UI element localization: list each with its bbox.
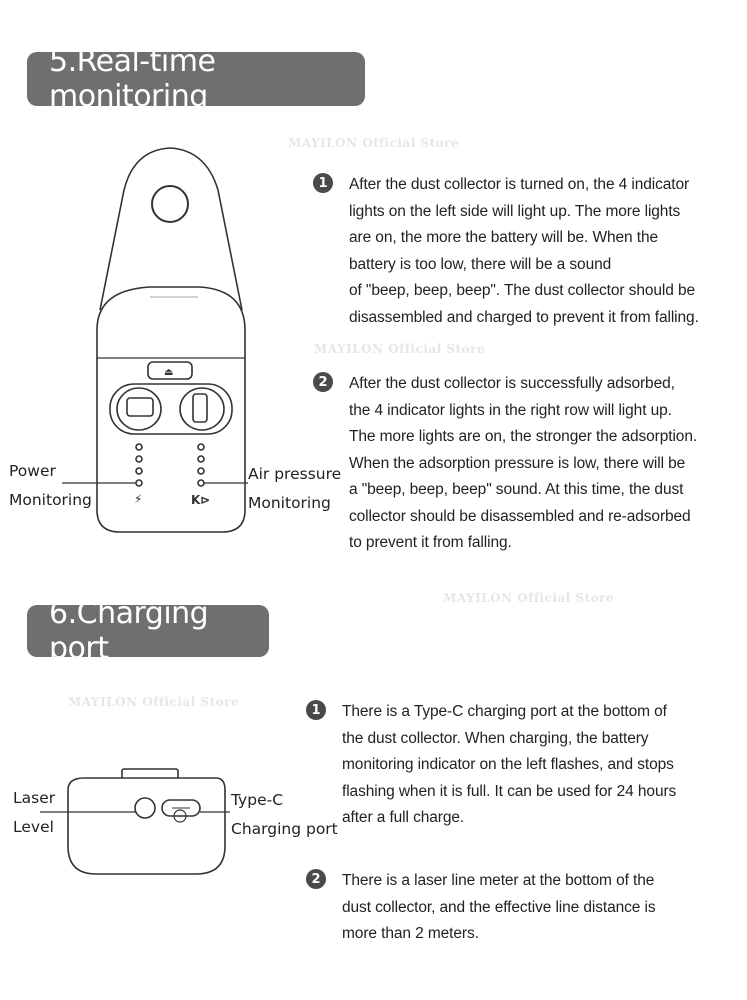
- watermark: MAYILON Official Store: [68, 695, 240, 709]
- watermark: MAYILON Official Store: [443, 591, 615, 605]
- air-pressure-monitoring-label: Air pressure Monitoring: [248, 465, 342, 512]
- monitoring-item-2-text: After the dust collector is successfully…: [349, 375, 698, 551]
- watermark: MAYILON Official Store: [288, 136, 460, 150]
- step-number-badge: 2: [313, 372, 333, 392]
- charging-item-2: 2 There is a laser line meter at the bot…: [306, 868, 656, 948]
- watermark: MAYILON Official Store: [314, 342, 486, 356]
- charging-item-1: 1 There is a Type-C charging port at the…: [306, 699, 676, 832]
- monitoring-item-2: 2 After the dust collector is successful…: [313, 371, 697, 557]
- svg-text:⚡: ⚡: [134, 492, 142, 506]
- step-number-badge: 2: [306, 869, 326, 889]
- charging-item-1-text: There is a Type-C charging port at the b…: [342, 703, 677, 826]
- type-c-charging-port-label: Type-C Charging port: [231, 791, 338, 838]
- svg-text:K⊳: K⊳: [191, 493, 210, 507]
- monitoring-item-1-text: After the dust collector is turned on, t…: [349, 176, 699, 326]
- step-number-badge: 1: [306, 700, 326, 720]
- step-number-badge: 1: [313, 173, 333, 193]
- svg-text:⏏: ⏏: [164, 367, 173, 378]
- laser-level-label: Laser Level: [13, 789, 56, 836]
- charging-item-2-text: There is a laser line meter at the botto…: [342, 872, 656, 942]
- power-monitoring-label: Power Monitoring: [9, 462, 92, 509]
- monitoring-item-1: 1 After the dust collector is turned on,…: [313, 172, 699, 331]
